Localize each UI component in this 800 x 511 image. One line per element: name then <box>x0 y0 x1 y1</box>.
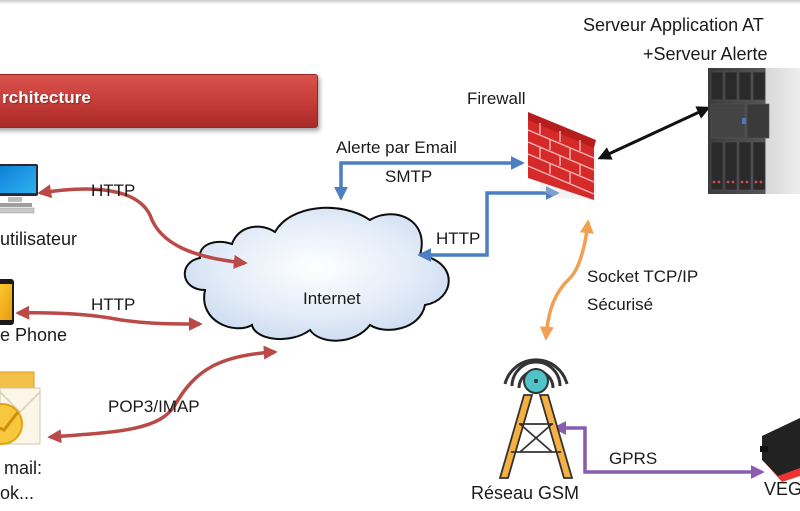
mail-pop-imap-link <box>47 345 278 444</box>
internet-label: Internet <box>303 289 361 308</box>
gprs-label: GPRS <box>609 449 658 468</box>
server-label-line1: Serveur Application AT <box>583 15 764 35</box>
mail-label-line2: ok... <box>0 483 35 503</box>
mail-client-icon <box>0 371 41 445</box>
desktop-computer-icon <box>0 164 38 214</box>
gprs-link <box>552 421 765 479</box>
phone-http-link <box>15 305 203 331</box>
firewall-label: Firewall <box>467 89 526 108</box>
gsm-tower-icon <box>498 358 574 479</box>
device-label: VEG <box>764 479 800 499</box>
phone-label: e Phone <box>0 325 68 345</box>
socket-label-line1: Socket TCP/IP <box>587 267 699 286</box>
firewall-http-link <box>417 186 560 262</box>
mail-pop-imap-label: POP3/IMAP <box>108 397 200 416</box>
desktop-http-label: HTTP <box>91 181 136 200</box>
internet-cloud-icon <box>183 206 450 342</box>
title-banner <box>0 74 318 128</box>
email-alert-label: Alerte par Email <box>336 138 457 157</box>
smartphone-icon <box>0 279 14 325</box>
server-rack-icon <box>708 68 800 194</box>
smtp-email-link <box>334 156 525 201</box>
title-banner-text: rchitecture <box>2 88 91 107</box>
desktop-label: utilisateur <box>0 229 78 249</box>
phone-http-label: HTTP <box>91 295 136 314</box>
server-label-line2: +Serveur Alerte <box>643 44 768 64</box>
firewall-http-label: HTTP <box>436 229 481 248</box>
socket-tcp-link <box>539 219 594 341</box>
smtp-label: SMTP <box>385 167 433 186</box>
tracking-device-icon <box>760 418 800 482</box>
desktop-http-link <box>37 184 248 269</box>
firewall-icon <box>527 112 596 200</box>
mail-label-line1: mail: <box>4 458 43 478</box>
socket-label-line2: Sécurisé <box>587 295 654 314</box>
gsm-label: Réseau GSM <box>471 483 580 503</box>
firewall-server-link <box>597 106 711 160</box>
slide-top-border <box>0 0 800 4</box>
